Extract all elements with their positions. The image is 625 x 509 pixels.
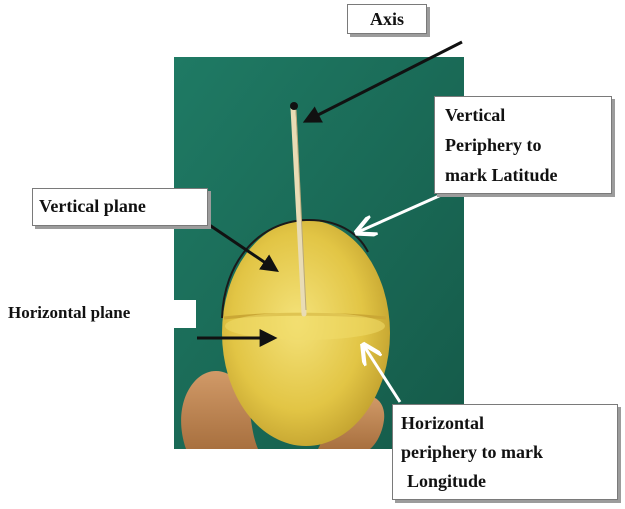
horizontal-periphery-line-2: periphery to mark [401, 438, 609, 467]
horizontal-periphery-label: Horizontal periphery to mark Longitude [392, 404, 618, 500]
vertical-plane-label-text: Vertical plane [39, 196, 146, 216]
vertical-plane-label: Vertical plane [32, 188, 208, 226]
horizontal-periphery-line-3: Longitude [401, 467, 609, 496]
axis-label-text: Axis [370, 9, 404, 29]
vertical-periphery-label: Vertical Periphery to mark Latitude [434, 96, 612, 194]
vertical-periphery-line-2: Periphery to [445, 130, 601, 160]
horizontal-plane-label: Horizontal plane [4, 300, 196, 328]
vertical-periphery-line-1: Vertical [445, 100, 601, 130]
axis-stick-tip [290, 102, 298, 110]
axis-label: Axis [347, 4, 427, 34]
horizontal-plane-label-text: Horizontal plane [8, 303, 130, 322]
horizontal-periphery-line-1: Horizontal [401, 409, 609, 438]
vertical-periphery-line-3: mark Latitude [445, 160, 601, 190]
